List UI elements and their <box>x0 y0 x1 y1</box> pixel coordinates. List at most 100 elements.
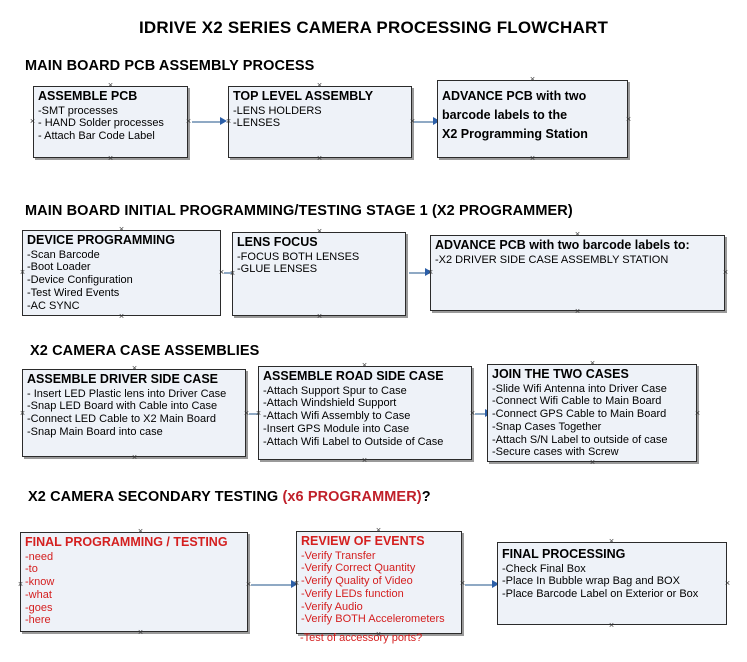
node-content: TOP LEVEL ASSEMBLY -LENS HOLDERS -LENSES <box>233 89 409 130</box>
resize-handle-left[interactable] <box>225 118 232 125</box>
section-heading-text: X2 CAMERA CASE ASSEMBLIES <box>30 343 260 359</box>
resize-handle-top[interactable] <box>589 360 596 367</box>
node-final-programming-testing[interactable]: FINAL PROGRAMMING / TESTING -need -to -k… <box>20 532 248 632</box>
page-title: IDRIVE X2 SERIES CAMERA PROCESSING FLOWC… <box>138 18 609 37</box>
resize-handle-bottom[interactable] <box>118 313 125 320</box>
resize-handle-bottom[interactable] <box>574 308 581 315</box>
resize-handle-left[interactable] <box>29 118 36 125</box>
node-lens-focus[interactable]: LENS FOCUS -FOCUS BOTH LENSES -GLUE LENS… <box>232 232 406 316</box>
connector-arrowhead-icon <box>492 580 499 588</box>
connector-arrow <box>414 121 436 123</box>
resize-handle-top[interactable] <box>316 82 323 89</box>
resize-handle-top[interactable] <box>608 538 615 545</box>
resize-handle-top[interactable] <box>529 76 536 83</box>
node-content: REVIEW OF EVENTS -Verify Transfer -Verif… <box>301 534 459 626</box>
resize-handle-bottom[interactable] <box>316 313 323 320</box>
node-item: -Boot Loader <box>27 261 91 274</box>
resize-handle-top[interactable] <box>137 528 144 535</box>
node-advance-pcb-driver-side[interactable]: ADVANCE PCB with two barcode labels to: … <box>430 235 725 311</box>
node-title: LENS FOCUS <box>237 235 318 249</box>
node-item: -Verify LEDs function <box>301 587 404 600</box>
node-item: -need <box>25 550 54 563</box>
connector-arrowhead-icon <box>433 117 440 125</box>
resize-handle-left[interactable] <box>19 269 26 276</box>
resize-handle-top[interactable] <box>375 527 382 534</box>
node-item: -Verify Correct Quantity <box>301 562 416 575</box>
node-device-programming[interactable]: DEVICE PROGRAMMING -Scan Barcode -Boot L… <box>22 230 221 316</box>
resize-handle-top[interactable] <box>107 82 114 89</box>
resize-handle-left[interactable] <box>293 580 300 587</box>
section-heading-initial-programming: MAIN BOARD INITIAL PROGRAMMING/TESTING S… <box>25 203 573 219</box>
node-title: ASSEMBLE PCB <box>38 89 138 103</box>
connector-arrow <box>192 121 222 123</box>
node-item: - HAND Solder processes <box>38 117 164 130</box>
node-item: -LENS HOLDERS <box>233 104 322 117</box>
node-item: -Verify BOTH Accelerometers <box>301 613 445 626</box>
node-item: -Attach Wifi Assembly to Case <box>263 410 411 422</box>
node-assemble-driver-side-case[interactable]: ASSEMBLE DRIVER SIDE CASE - Insert LED P… <box>22 369 246 457</box>
resize-handle-bottom[interactable] <box>316 155 323 162</box>
node-join-the-two-cases[interactable]: JOIN THE TWO CASES -Slide Wifi Antenna i… <box>487 364 697 462</box>
resize-handle-right[interactable] <box>724 580 731 587</box>
node-item: -Connect LED Cable to X2 Main Board <box>27 413 216 425</box>
resize-handle-right[interactable] <box>625 116 632 123</box>
resize-handle-right[interactable] <box>722 269 729 276</box>
node-content: FINAL PROCESSING -Check Final Box -Place… <box>502 547 724 601</box>
node-item: -GLUE LENSES <box>237 263 318 276</box>
section-heading-text: X2 CAMERA SECONDARY TESTING <box>28 489 283 505</box>
node-assemble-road-side-case[interactable]: ASSEMBLE ROAD SIDE CASE -Attach Support … <box>258 366 472 460</box>
node-item: -Attach Windshield Support <box>263 397 397 410</box>
node-advance-pcb-programming-station[interactable]: ADVANCE PCB with two barcode labels to t… <box>437 80 628 158</box>
node-item: barcode labels to the <box>442 108 568 123</box>
node-title: ASSEMBLE ROAD SIDE CASE <box>263 369 444 383</box>
resize-handle-left[interactable] <box>19 410 26 417</box>
node-item: -Verify Quality of Video <box>301 575 413 587</box>
node-title: DEVICE PROGRAMMING <box>27 233 175 247</box>
node-item: -SMT processes <box>38 104 118 117</box>
connector-arrow <box>251 584 293 586</box>
section-heading-main-board-pcb: MAIN BOARD PCB ASSEMBLY PROCESS <box>25 58 314 74</box>
resize-handle-left[interactable] <box>229 270 236 277</box>
node-title: FINAL PROCESSING <box>502 547 626 561</box>
node-review-of-events[interactable]: REVIEW OF EVENTS -Verify Transfer -Verif… <box>296 531 462 634</box>
resize-handle-bottom[interactable] <box>608 622 615 629</box>
node-item: -know <box>25 576 55 588</box>
node-top-level-assembly[interactable]: TOP LEVEL ASSEMBLY -LENS HOLDERS -LENSES <box>228 86 412 158</box>
node-item: -FOCUS BOTH LENSES <box>237 250 360 263</box>
resize-handle-top[interactable] <box>574 231 581 238</box>
node-item: - Attach Bar Code Label <box>38 130 155 142</box>
node-title: JOIN THE TWO CASES <box>492 367 629 381</box>
node-assemble-pcb[interactable]: ASSEMBLE PCB -SMT processes - HAND Solde… <box>33 86 188 158</box>
resize-handle-bottom[interactable] <box>589 459 596 466</box>
node-content: FINAL PROGRAMMING / TESTING -need -to -k… <box>25 535 245 627</box>
node-item: -Attach Wifi Label to Outside of Case <box>263 435 444 448</box>
node-item: -goes <box>25 601 53 614</box>
resize-handle-top[interactable] <box>118 226 125 233</box>
resize-handle-bottom[interactable] <box>361 457 368 464</box>
resize-handle-right[interactable] <box>185 118 192 125</box>
resize-handle-left[interactable] <box>17 581 24 588</box>
resize-handle-bottom[interactable] <box>131 454 138 461</box>
section-heading-red-note: (x6 PROGRAMMER) <box>282 489 422 505</box>
node-item: -Place In Bubble wrap Bag and BOX <box>502 575 680 588</box>
resize-handle-bottom[interactable] <box>375 631 382 638</box>
connector-arrowhead-icon <box>220 117 227 125</box>
resize-handle-bottom[interactable] <box>107 155 114 162</box>
node-content: JOIN THE TWO CASES -Slide Wifi Antenna i… <box>492 367 694 459</box>
node-final-processing[interactable]: FINAL PROCESSING -Check Final Box -Place… <box>497 542 727 625</box>
node-content: ASSEMBLE DRIVER SIDE CASE - Insert LED P… <box>27 372 243 439</box>
resize-handle-left[interactable] <box>427 269 434 276</box>
node-title: ADVANCE PCB with two barcode labels to: <box>435 238 690 252</box>
section-heading-question-mark: ? <box>421 489 431 505</box>
resize-handle-top[interactable] <box>361 362 368 369</box>
resize-handle-bottom[interactable] <box>529 155 536 162</box>
section-heading-case-assemblies: X2 CAMERA CASE ASSEMBLIES <box>30 343 259 359</box>
node-title: TOP LEVEL ASSEMBLY <box>233 89 374 103</box>
resize-handle-bottom[interactable] <box>137 629 144 636</box>
node-item: -Verify Audio <box>301 600 363 613</box>
node-item: -Check Final Box <box>502 562 586 575</box>
resize-handle-top[interactable] <box>131 365 138 372</box>
resize-handle-left[interactable] <box>255 410 262 417</box>
resize-handle-top[interactable] <box>316 228 323 235</box>
resize-handle-right[interactable] <box>694 410 701 417</box>
